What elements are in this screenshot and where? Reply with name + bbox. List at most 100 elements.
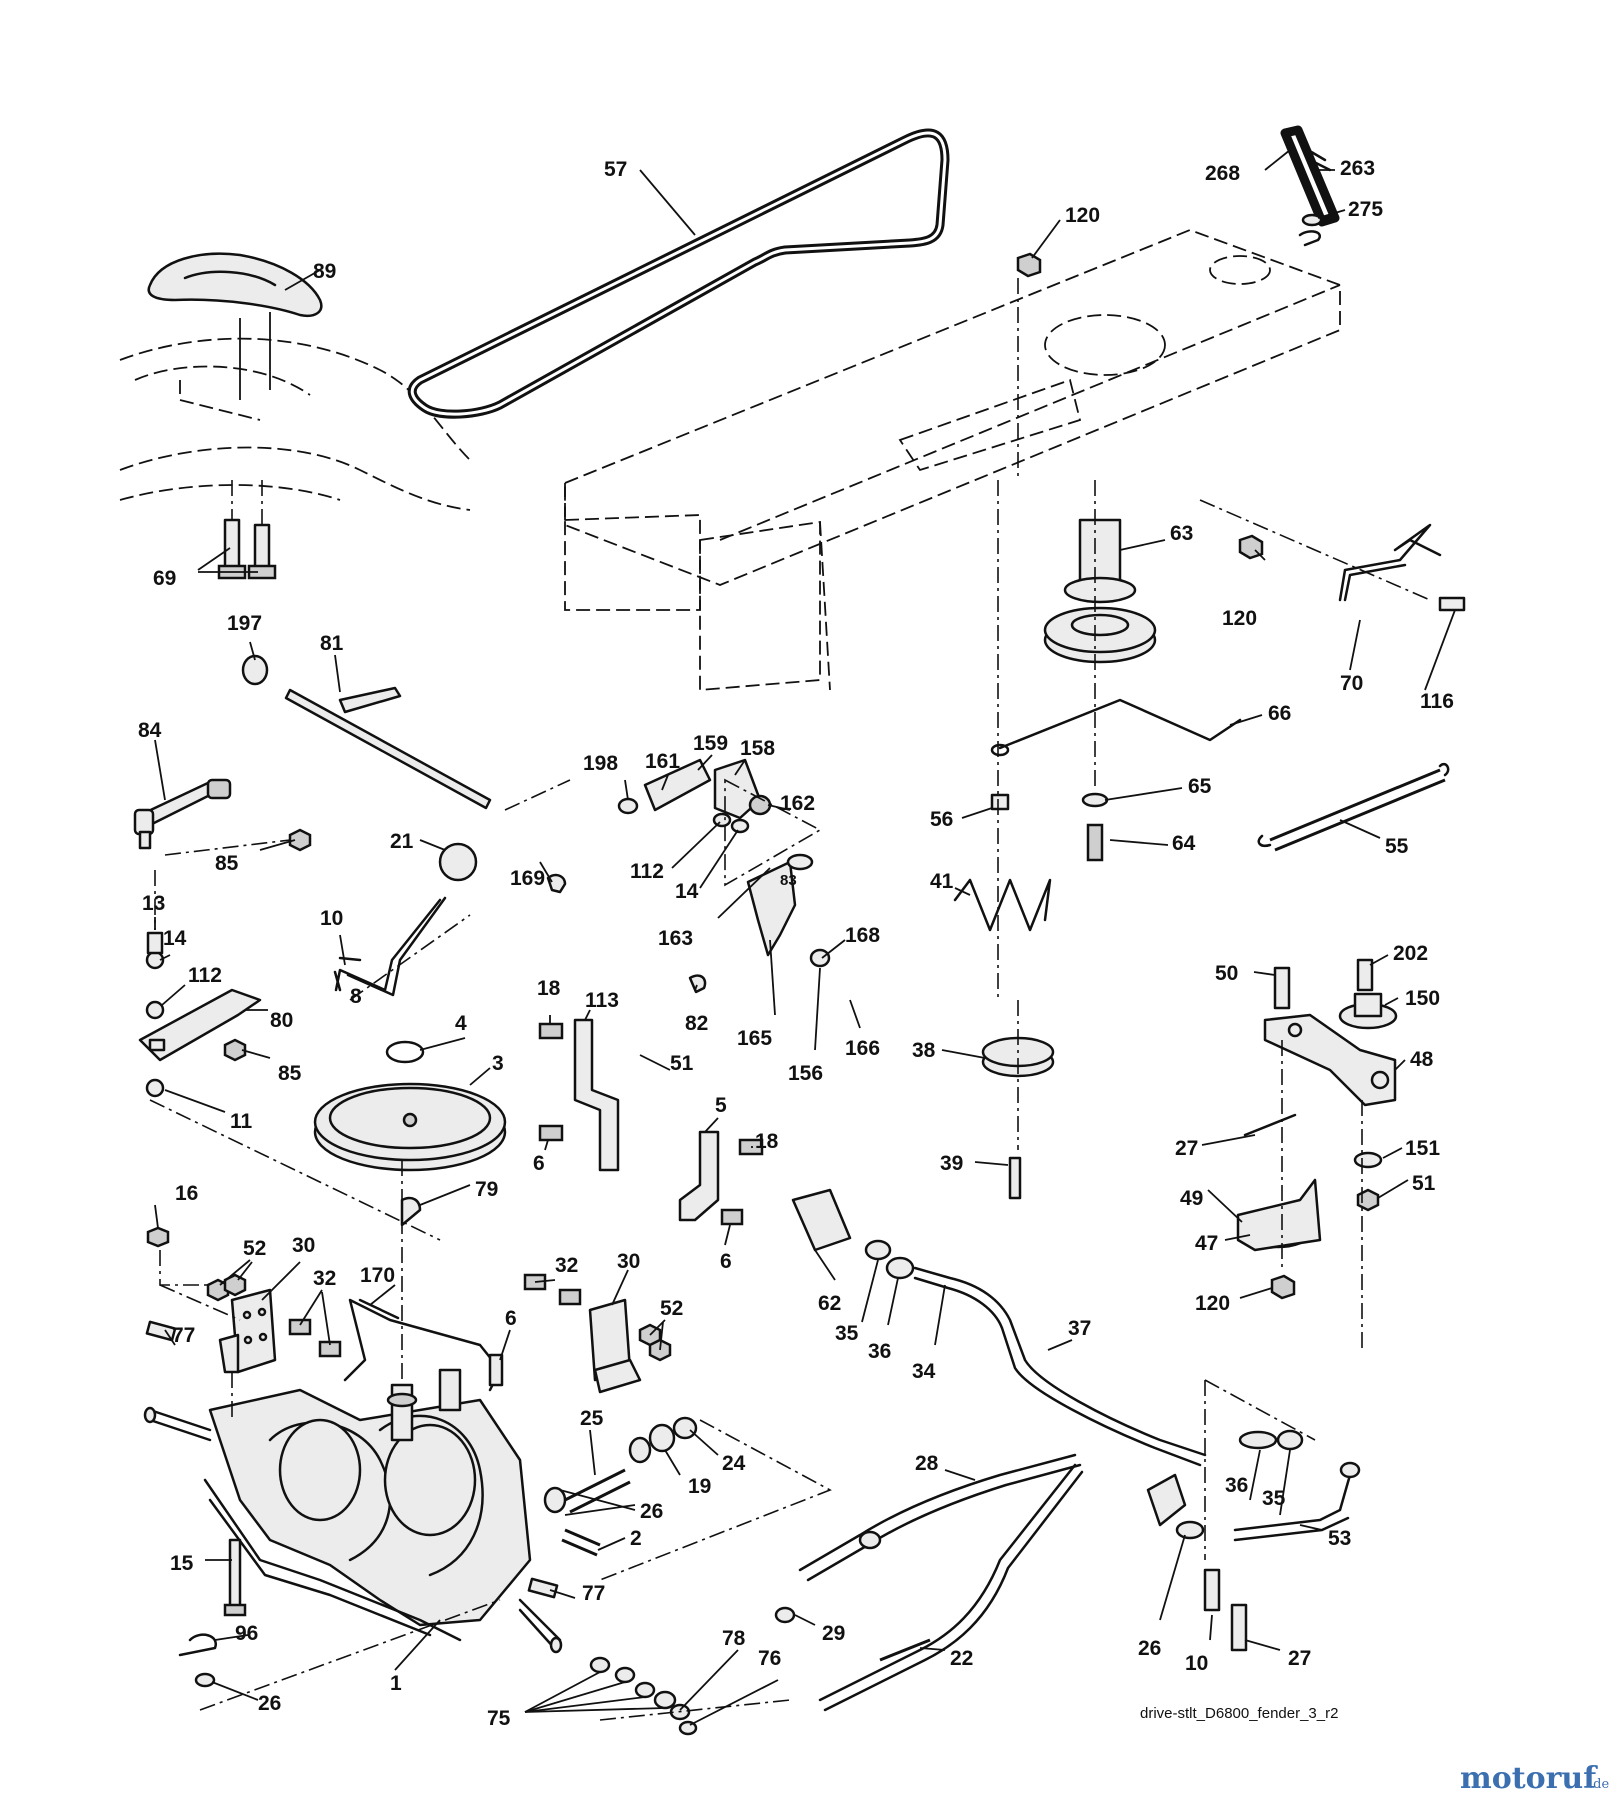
- bracket-5: [678, 1130, 764, 1226]
- callout-78: 78: [722, 1627, 746, 1650]
- callout-85: 85: [278, 1062, 302, 1085]
- drawing-id: drive-stlt_D6800_fender_3_r2: [1140, 1705, 1338, 1722]
- callout-50: 50: [1215, 962, 1238, 985]
- callout-169: 169: [510, 867, 545, 890]
- spring-55: [1257, 762, 1450, 852]
- callout-25: 25: [580, 1407, 604, 1430]
- callout-75: 75: [487, 1707, 511, 1730]
- callout-18: 18: [755, 1130, 779, 1153]
- callout-150: 150: [1405, 987, 1440, 1010]
- callout-52: 52: [660, 1297, 683, 1320]
- leader-lines: [154, 149, 1456, 1726]
- callout-5: 5: [715, 1094, 727, 1117]
- callout-79: 79: [475, 1178, 498, 1201]
- bolts-69: [217, 480, 277, 580]
- spring-25: [543, 1416, 832, 1581]
- callout-19: 19: [688, 1475, 711, 1498]
- callout-76: 76: [758, 1647, 781, 1670]
- callout-80: 80: [270, 1009, 293, 1032]
- callout-27: 27: [1175, 1137, 1198, 1160]
- callout-29: 29: [822, 1622, 845, 1645]
- callout-26: 26: [1138, 1637, 1161, 1660]
- callout-24: 24: [722, 1452, 746, 1475]
- rod-28: [774, 1453, 1082, 1624]
- callout-21: 21: [390, 830, 414, 853]
- callout-41: 41: [930, 870, 954, 893]
- callout-120: 120: [1222, 607, 1257, 630]
- callout-13: 13: [142, 892, 165, 915]
- callout-275: 275: [1348, 198, 1383, 221]
- transaxle: [143, 1160, 563, 1711]
- callout-14: 14: [675, 880, 699, 903]
- callout-32: 32: [313, 1267, 336, 1290]
- callout-151: 151: [1405, 1137, 1440, 1160]
- callout-57: 57: [604, 158, 627, 181]
- callout-163: 163: [658, 927, 693, 950]
- shaft-81: [241, 654, 492, 810]
- fender-outline: [119, 337, 471, 511]
- callout-89: 89: [313, 260, 336, 283]
- callout-26: 26: [258, 1692, 281, 1715]
- callout-1: 1: [390, 1672, 402, 1695]
- motoruf-logo: motoruf .de: [1460, 1761, 1609, 1796]
- drive-belt: [407, 128, 950, 419]
- callout-3: 3: [492, 1052, 504, 1075]
- callout-168: 168: [845, 924, 880, 947]
- bracket-30-right: [523, 1273, 672, 1394]
- rod-22: [818, 1463, 1084, 1712]
- callout-64: 64: [1172, 832, 1196, 855]
- seat-pad: [147, 252, 323, 400]
- frame-outline: [564, 229, 1341, 691]
- logo-tld: .de: [1589, 1777, 1609, 1792]
- callout-48: 48: [1410, 1048, 1434, 1071]
- callout-85: 85: [215, 852, 239, 875]
- callout-14: 14: [163, 927, 187, 950]
- bellcrank-cluster: [504, 758, 831, 994]
- rod-53: [1175, 1379, 1361, 1652]
- callout-2: 2: [630, 1527, 642, 1550]
- idler-assembly: [953, 252, 1264, 1200]
- callout-36: 36: [1225, 1474, 1248, 1497]
- callout-35: 35: [1262, 1487, 1286, 1510]
- callout-197: 197: [227, 612, 262, 635]
- callout-51: 51: [1412, 1172, 1436, 1195]
- callout-69: 69: [153, 567, 176, 590]
- callout-37: 37: [1068, 1317, 1091, 1340]
- callout-159: 159: [693, 732, 728, 755]
- callout-156: 156: [788, 1062, 823, 1085]
- callout-52: 52: [243, 1237, 266, 1260]
- callout-66: 66: [1268, 702, 1291, 725]
- callout-162: 162: [780, 792, 815, 815]
- callout-113: 113: [585, 989, 619, 1012]
- callout-158: 158: [740, 737, 775, 760]
- callout-198: 198: [583, 752, 618, 775]
- callout-112: 112: [188, 964, 222, 987]
- logo-name: motoruf: [1460, 1761, 1598, 1796]
- callout-labels: 57 268 263 275 120 89 69 197 81 84 85 21…: [138, 157, 1454, 1730]
- callout-120: 120: [1065, 204, 1100, 227]
- callout-22: 22: [950, 1647, 973, 1670]
- callout-18: 18: [537, 977, 561, 1000]
- cable-assembly: [1280, 125, 1340, 247]
- callout-112: 112: [630, 860, 664, 883]
- callout-62: 62: [818, 1292, 841, 1315]
- callout-53: 53: [1328, 1527, 1351, 1550]
- callout-26: 26: [640, 1500, 663, 1523]
- callout-70: 70: [1340, 672, 1363, 695]
- callout-11: 11: [230, 1110, 253, 1133]
- callout-49: 49: [1180, 1187, 1203, 1210]
- callout-82: 82: [685, 1012, 708, 1035]
- callout-36: 36: [868, 1340, 891, 1363]
- callout-8: 8: [350, 985, 362, 1008]
- callout-51: 51: [670, 1052, 694, 1075]
- callout-165: 165: [737, 1027, 772, 1050]
- shift-lever: [333, 842, 478, 1001]
- callout-35: 35: [835, 1322, 859, 1345]
- callout-84: 84: [138, 719, 162, 742]
- callout-63: 63: [1170, 522, 1193, 545]
- callout-263: 263: [1340, 157, 1375, 180]
- handle-84: [133, 778, 232, 850]
- callout-120: 120: [1195, 1292, 1230, 1315]
- plate-80: [138, 828, 441, 1241]
